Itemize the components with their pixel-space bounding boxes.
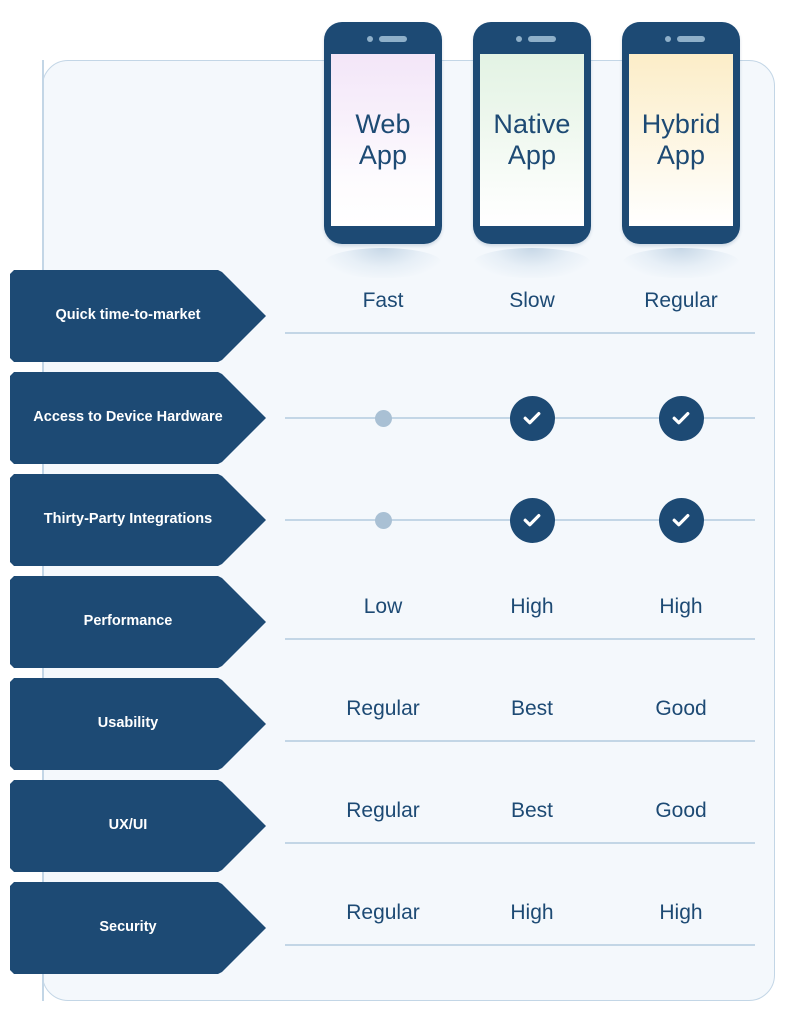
value-cell-native-4: Best (510, 697, 554, 720)
value-cell-native-3: High (510, 595, 554, 618)
value-row-5: Regular Best Good (285, 780, 755, 872)
check-circle-icon (509, 395, 555, 441)
support-cell-web-1 (313, 372, 453, 464)
value-cell-native-5: Best (510, 799, 554, 822)
value-cell-hybrid-3: High (659, 595, 703, 618)
value-cell-native-0: Slow (509, 289, 555, 312)
muted-dot-icon (374, 409, 392, 427)
phone-reflection-native (473, 248, 591, 278)
value-row-6: Regular High High (285, 882, 755, 974)
value-cell-hybrid-4: Good (655, 697, 707, 720)
value-row-3: Low High High (285, 576, 755, 668)
row-divider (285, 842, 755, 844)
value-cell-web-0: Fast (362, 289, 404, 312)
icon-row-2 (285, 474, 755, 566)
value-cell-hybrid-5: Good (655, 799, 707, 822)
column-title-line1: Hybrid (641, 109, 721, 140)
value-cell-native-6: High (510, 901, 554, 924)
value-cell-hybrid-6: High (659, 901, 703, 924)
row-divider (285, 332, 755, 334)
speaker-bar-icon (677, 36, 705, 42)
check-circle-icon (658, 395, 704, 441)
criteria-label: Performance (83, 613, 173, 630)
check-circle-icon (509, 497, 555, 543)
value-row-4: Regular Best Good (285, 678, 755, 770)
row-divider (285, 740, 755, 742)
criteria-arrow-3[interactable]: Performance (10, 576, 266, 668)
support-cell-web-2 (313, 474, 453, 566)
check-circle-icon (658, 497, 704, 543)
icon-row-1 (285, 372, 755, 464)
phone-reflection-hybrid (622, 248, 740, 278)
support-cell-hybrid-2 (611, 474, 751, 566)
column-title-line2: App (507, 140, 557, 170)
column-title-line2: App (358, 140, 408, 170)
support-cell-hybrid-1 (611, 372, 751, 464)
criteria-arrow-6[interactable]: Security (10, 882, 266, 974)
column-title-line2: App (656, 140, 706, 170)
speaker-bar-icon (528, 36, 556, 42)
camera-dot-icon (516, 36, 522, 42)
phone-reflection-web (324, 248, 442, 278)
column-title-line1: Native (493, 109, 571, 140)
support-cell-native-1 (462, 372, 602, 464)
criteria-arrow-1[interactable]: Access to Device Hardware (10, 372, 266, 464)
criteria-label: UX/UI (108, 817, 148, 834)
criteria-arrow-5[interactable]: UX/UI (10, 780, 266, 872)
row-divider (285, 944, 755, 946)
camera-dot-icon (367, 36, 373, 42)
muted-dot-icon (374, 511, 392, 529)
criteria-label: Thirty-Party Integrations (43, 511, 213, 528)
camera-dot-icon (665, 36, 671, 42)
value-cell-web-3: Low (363, 595, 403, 618)
criteria-label: Quick time-to-market (55, 307, 201, 324)
value-cell-hybrid-0: Regular (644, 289, 718, 312)
value-row-0: Fast Slow Regular (285, 270, 755, 362)
value-cell-web-5: Regular (346, 799, 420, 822)
criteria-arrow-0[interactable]: Quick time-to-market (10, 270, 266, 362)
criteria-label: Usability (97, 715, 159, 732)
column-title-line1: Web (355, 109, 411, 140)
value-cell-web-6: Regular (346, 901, 420, 924)
speaker-bar-icon (379, 36, 407, 42)
criteria-label: Access to Device Hardware (33, 409, 223, 426)
criteria-arrow-4[interactable]: Usability (10, 678, 266, 770)
row-divider (285, 638, 755, 640)
criteria-arrow-2[interactable]: Thirty-Party Integrations (10, 474, 266, 566)
support-cell-native-2 (462, 474, 602, 566)
value-cell-web-4: Regular (346, 697, 420, 720)
criteria-label: Security (99, 919, 157, 936)
